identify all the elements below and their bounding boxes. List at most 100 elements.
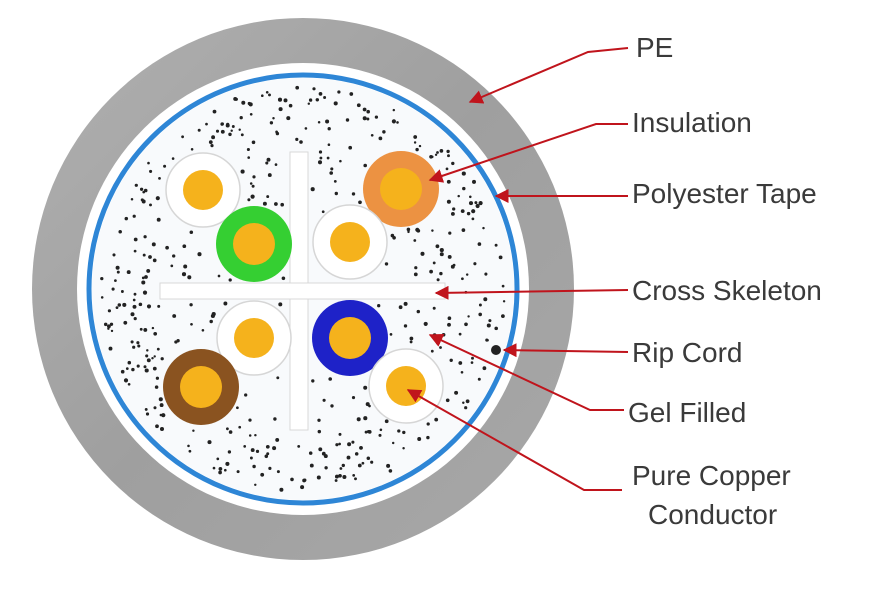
gel-dot [317, 429, 322, 434]
gel-dot [304, 127, 308, 130]
gel-dot [151, 356, 154, 360]
gel-dot [139, 187, 144, 191]
gel-dot [321, 210, 325, 214]
gel-dot [337, 90, 341, 94]
label-insulation: Insulation [632, 107, 752, 138]
gel-dot [447, 322, 451, 327]
gel-dot [461, 228, 466, 232]
conductor-center-right [312, 204, 388, 280]
gel-dot [482, 226, 485, 230]
gel-dot [250, 448, 255, 453]
label-conductor-line1: Pure Copper [632, 460, 791, 491]
gel-dot [346, 455, 351, 460]
gel-dot [220, 129, 225, 134]
gel-dot [236, 406, 239, 410]
gel-dot [116, 270, 120, 274]
gel-dot [171, 157, 175, 160]
gel-dot [451, 161, 455, 166]
gel-dot [464, 322, 468, 327]
gel-dot [430, 349, 434, 353]
gel-dot [409, 336, 414, 341]
gel-dot [261, 94, 264, 97]
gel-dot [502, 300, 506, 303]
gel-dot [339, 159, 342, 163]
gel-dot [207, 440, 212, 445]
gel-dot [281, 276, 286, 281]
gel-dot [266, 157, 271, 162]
gel-dot [328, 377, 333, 381]
gel-dot [268, 466, 272, 470]
gel-dot [123, 320, 128, 325]
gel-dot [366, 109, 370, 114]
gel-dot [106, 324, 111, 329]
gel-dot [143, 365, 147, 369]
gel-dot [132, 345, 136, 349]
gel-dot [239, 116, 243, 120]
gel-dot [461, 277, 464, 281]
gel-dot [159, 426, 165, 432]
gel-dot [158, 177, 161, 180]
gel-dot [386, 463, 391, 468]
gel-dot [248, 418, 252, 422]
gel-dot [144, 407, 148, 411]
gel-dot [458, 332, 462, 336]
gel-dot [471, 356, 474, 360]
gel-dot [445, 398, 450, 403]
gel-dot [149, 203, 152, 207]
gel-dot [449, 358, 453, 362]
gel-dot [486, 338, 489, 342]
gel-dot [280, 202, 285, 207]
gel-dot [182, 244, 187, 249]
gel-dot [356, 103, 361, 108]
gel-dot [324, 466, 328, 470]
gel-dot [415, 147, 419, 152]
gel-dot [471, 217, 475, 221]
gel-dot [409, 340, 413, 344]
gel-dot [143, 327, 148, 332]
gel-dot [109, 322, 114, 326]
gel-dot [286, 116, 291, 121]
gel-dot [240, 133, 244, 137]
gel-dot [254, 433, 257, 437]
pointer-conductor [406, 389, 622, 491]
gel-dot [268, 93, 271, 97]
gel-dot [452, 207, 456, 211]
gel-dot [151, 242, 156, 247]
gel-dot [398, 305, 403, 310]
gel-dot [351, 192, 356, 196]
gel-dot [488, 319, 492, 323]
gel-dot [151, 326, 155, 330]
gel-dot [365, 402, 370, 407]
gel-dot [423, 321, 428, 326]
gel-dot [157, 304, 161, 308]
gel-dot [197, 252, 202, 257]
gel-dot [431, 229, 434, 232]
gel-dot [114, 279, 117, 282]
conductor-green [216, 206, 292, 282]
gel-dot [183, 264, 188, 269]
gel-dot [478, 201, 483, 206]
gel-dot [187, 275, 192, 280]
gel-dot [124, 216, 129, 221]
gel-dot [137, 344, 141, 348]
gel-dot [356, 417, 361, 422]
gel-dot [236, 470, 240, 474]
polyester-tape [86, 72, 520, 506]
gel-dot [315, 98, 320, 102]
gel-dot [416, 309, 421, 314]
gel-dot [501, 314, 505, 318]
gel-dot [406, 227, 411, 232]
label-gel-filled: Gel Filled [628, 397, 746, 428]
gel-dot [153, 331, 158, 336]
gel-dot [201, 329, 205, 332]
gel-dot [465, 273, 469, 276]
gel-dot [341, 463, 345, 468]
gel-dot [132, 214, 136, 218]
pointer-pe [468, 47, 629, 104]
gel-dot [143, 188, 148, 193]
gel-dot [197, 128, 201, 132]
gel-dot [366, 117, 370, 121]
gel-dot [247, 198, 251, 202]
gel-dot [249, 182, 253, 185]
gel-dot [153, 406, 157, 410]
